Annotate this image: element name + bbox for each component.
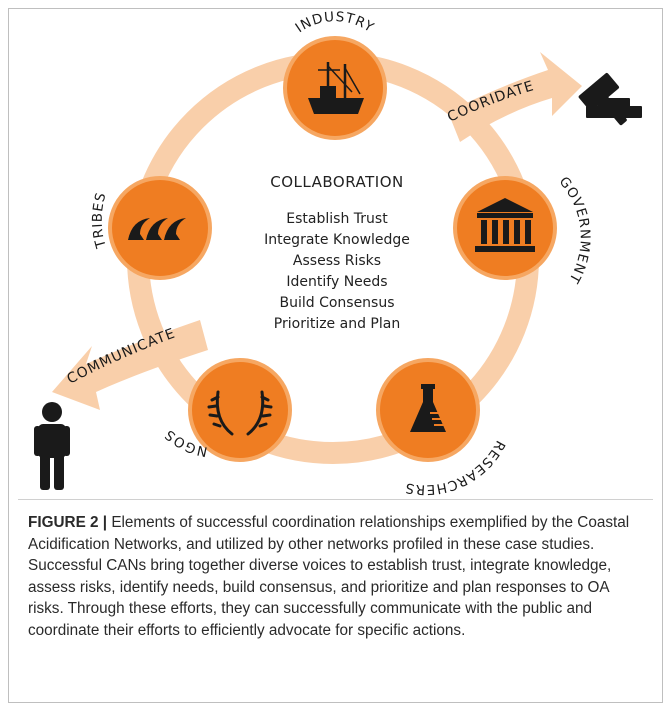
node-researchers: [376, 358, 480, 462]
figure-label: FIGURE 2 |: [28, 514, 108, 531]
person-icon: [34, 402, 70, 490]
center-item-3: Assess Risks: [293, 253, 381, 269]
government-label: GOVERNMENT: [556, 174, 593, 287]
caption-divider: [18, 499, 653, 500]
center-title: COLLABORATION: [270, 173, 403, 191]
industry-label: INDUSTRY: [293, 9, 377, 36]
center-item-5: Build Consensus: [279, 295, 394, 311]
government-building-icon: [475, 198, 535, 252]
node-industry: [283, 36, 387, 140]
fishing-boat-icon: [308, 62, 364, 114]
center-item-1: Establish Trust: [286, 211, 388, 227]
lab-flask-icon: [410, 384, 446, 432]
gavel-icon: [578, 73, 642, 126]
center-item-4: Identify Needs: [286, 274, 387, 290]
node-government: [453, 176, 557, 280]
communicate-arrow: [52, 320, 208, 410]
node-ngos: [188, 358, 292, 462]
center-item-6: Prioritize and Plan: [274, 316, 400, 332]
tribes-label: TRIBES: [90, 190, 110, 250]
figure-caption: FIGURE 2 | Elements of successful coordi…: [28, 512, 648, 641]
center-item-2: Integrate Knowledge: [264, 232, 410, 248]
laurel-wreath-icon: [207, 390, 273, 436]
node-tribes: [108, 176, 212, 280]
waves-icon: [128, 218, 186, 240]
coordinate-arrow: [448, 52, 582, 142]
collaboration-diagram: COORIDATE COMMUNICATE: [34, 9, 642, 498]
caption-text: Elements of successful coordination rela…: [28, 514, 630, 639]
